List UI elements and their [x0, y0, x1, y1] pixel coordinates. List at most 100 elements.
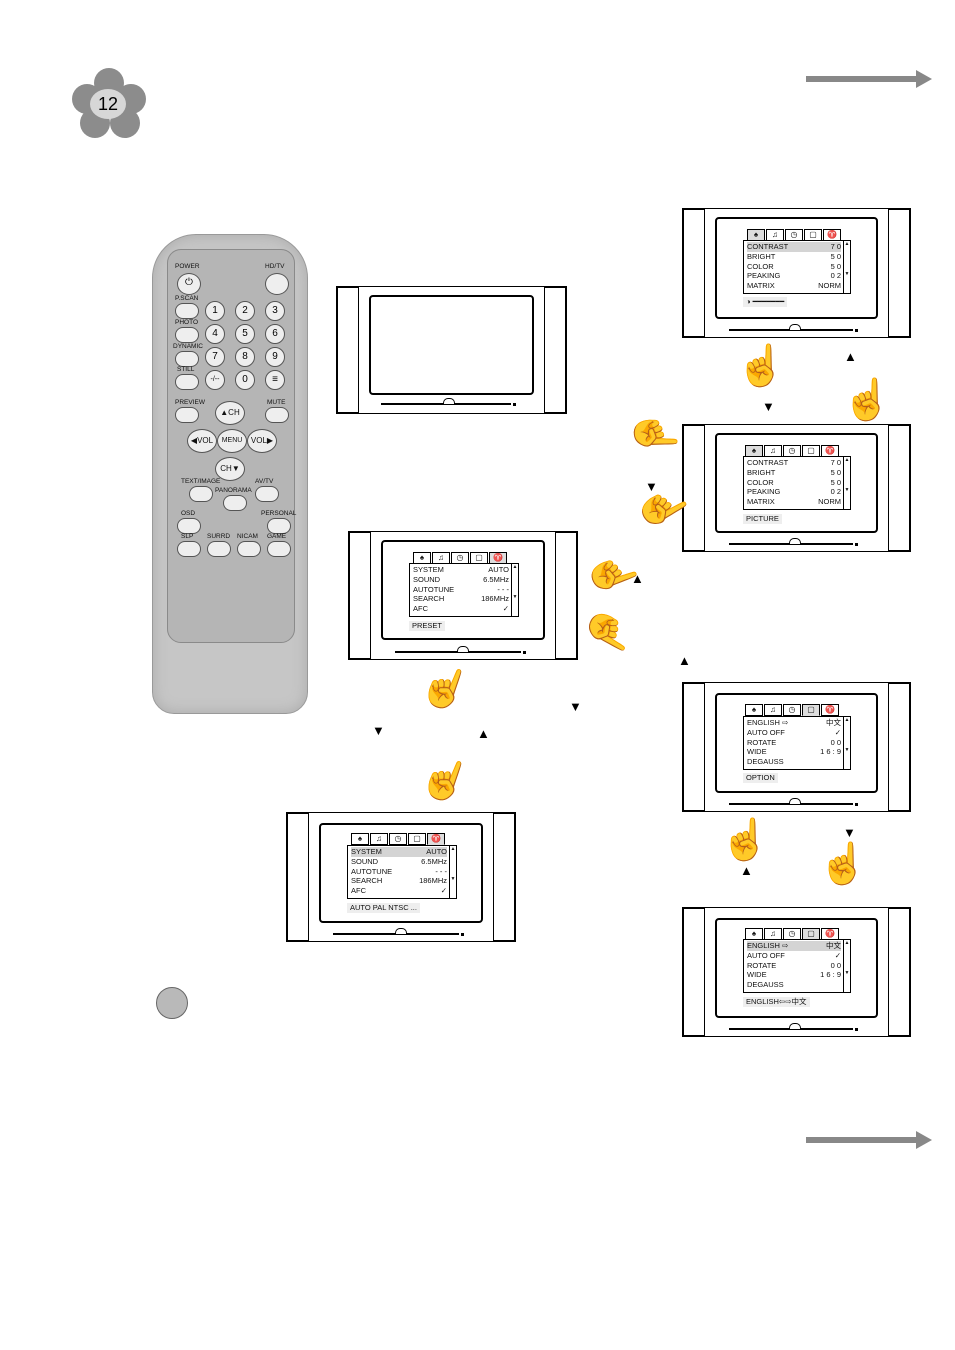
- teletext-button[interactable]: ≡: [265, 370, 285, 390]
- menu-scrollbar[interactable]: ▲▼: [843, 241, 850, 293]
- hdtv-button[interactable]: [265, 273, 289, 295]
- digit-3-button[interactable]: 3: [265, 301, 285, 321]
- digit-1-button[interactable]: 1: [205, 301, 225, 321]
- nicam-button[interactable]: [237, 541, 261, 557]
- hdtv-label: HD/TV: [265, 263, 285, 270]
- menu-scrollbar[interactable]: ▲▼: [511, 564, 518, 616]
- tab-picture[interactable]: ♠: [745, 445, 763, 457]
- menu-row[interactable]: AFC✓: [413, 604, 509, 614]
- tab-sound[interactable]: ♫: [370, 833, 388, 845]
- photo-button[interactable]: [175, 327, 199, 343]
- menu-row[interactable]: ENGLISH ⇨中文: [747, 718, 841, 728]
- vol-left-button[interactable]: ◀VOL: [187, 429, 217, 453]
- tab-preset[interactable]: ♈: [821, 704, 839, 716]
- menu-row[interactable]: ENGLISH ⇨中文: [747, 941, 841, 951]
- tab-option[interactable]: ▢: [802, 704, 820, 716]
- menu-scrollbar[interactable]: ▲▼: [843, 457, 850, 509]
- menu-row[interactable]: AUTOTUNE- - -: [351, 867, 447, 877]
- row-value: ✓: [440, 886, 447, 895]
- dynamic-button[interactable]: [175, 351, 199, 367]
- row-label: ROTATE: [747, 961, 777, 970]
- menu-row[interactable]: DEGAUSS: [747, 757, 841, 767]
- digit-7-button[interactable]: 7: [205, 347, 225, 367]
- personal-button[interactable]: [267, 518, 291, 534]
- digit-0-button[interactable]: 0: [235, 370, 255, 390]
- digit-2-button[interactable]: 2: [235, 301, 255, 321]
- row-label: AUTO OFF: [747, 728, 785, 737]
- still-button[interactable]: [175, 374, 199, 390]
- tab-preset[interactable]: ♈: [427, 833, 445, 845]
- tab-picture[interactable]: ♠: [351, 833, 369, 845]
- surrd-button[interactable]: [207, 541, 231, 557]
- menu-scrollbar[interactable]: ▲▼: [843, 940, 850, 992]
- row-value: 7 0: [830, 458, 841, 467]
- avtv-button[interactable]: [255, 486, 279, 502]
- ch-up-button[interactable]: ▲CH: [215, 401, 245, 425]
- digit-5-button[interactable]: 5: [235, 324, 255, 344]
- preview-button[interactable]: [175, 407, 199, 423]
- menu-scrollbar[interactable]: ▲▼: [449, 846, 456, 898]
- pscan-button[interactable]: [175, 303, 199, 319]
- game-button[interactable]: [267, 541, 291, 557]
- tab-sound[interactable]: ♫: [764, 704, 782, 716]
- down-arrow-icon: ▼: [645, 479, 658, 494]
- tab-picture[interactable]: ♠: [745, 704, 763, 716]
- menu-row[interactable]: AUTO OFF✓: [747, 728, 841, 738]
- tab-option[interactable]: ▢: [408, 833, 426, 845]
- menu-button[interactable]: MENU: [217, 429, 247, 453]
- down-arrow-icon: ▼: [569, 699, 582, 714]
- digit-9-button[interactable]: 9: [265, 347, 285, 367]
- menu-scrollbar[interactable]: ▲▼: [843, 717, 850, 769]
- down-arrow-icon: ▼: [372, 723, 385, 738]
- slp-button[interactable]: [177, 541, 201, 557]
- row-label: ENGLISH ⇨: [747, 718, 789, 727]
- osd-button[interactable]: [177, 518, 201, 534]
- next-arrow-top-icon: [806, 70, 932, 88]
- menu-row[interactable]: AUTOTUNE- - -: [413, 585, 509, 595]
- row-label: SEARCH: [413, 594, 445, 603]
- row-label: AUTOTUNE: [351, 867, 393, 876]
- power-button[interactable]: ⏻: [177, 273, 201, 295]
- tab-timer[interactable]: ◷: [389, 833, 407, 845]
- panorama-button[interactable]: [223, 495, 247, 511]
- mute-button[interactable]: [265, 407, 289, 423]
- tab-timer[interactable]: ◷: [783, 704, 801, 716]
- row-label: ENGLISH ⇨: [747, 941, 789, 950]
- digit-6-button[interactable]: 6: [265, 324, 285, 344]
- digit-dash-button[interactable]: -/--: [205, 370, 225, 390]
- menu-row[interactable]: AUTO OFF✓: [747, 951, 841, 961]
- tab-option[interactable]: ▢: [804, 229, 822, 241]
- hand-press-icon: ☝: [818, 842, 868, 886]
- preview-label: PREVIEW: [175, 399, 205, 406]
- menu-row[interactable]: AFC✓: [351, 886, 447, 896]
- row-value: 7 0: [830, 242, 841, 251]
- text-image-button[interactable]: [189, 486, 213, 502]
- menu-row[interactable]: DEGAUSS: [747, 980, 841, 990]
- vol-right-button[interactable]: VOL▶: [247, 429, 277, 453]
- digit-8-button[interactable]: 8: [235, 347, 255, 367]
- digit-4-button[interactable]: 4: [205, 324, 225, 344]
- ch-down-button[interactable]: CH▼: [215, 457, 245, 481]
